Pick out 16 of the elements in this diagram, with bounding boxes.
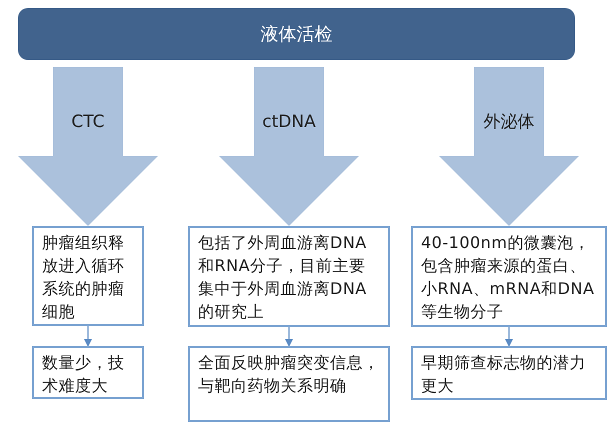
text-box: 包括了外周血游离DNA和RNA分子，目前主要集中于外周血游离DNA的研究上: [188, 226, 390, 327]
edge-label: 外泌体: [484, 110, 534, 134]
edge-label: CTC: [71, 110, 105, 134]
arrow: [505, 327, 513, 347]
block-arrow: [18, 67, 158, 226]
edge-label: ctDNA: [262, 110, 316, 134]
block-arrow: [219, 67, 359, 226]
arrow: [285, 327, 293, 347]
text-box: 早期筛查标志物的潜力更大: [411, 346, 607, 400]
arrow: [84, 326, 92, 347]
text-box: 肿瘤组织释放进入循环系统的肿瘤细胞: [32, 226, 144, 326]
title-bar: 液体活检: [18, 8, 575, 60]
text-box: 全面反映肿瘤突变信息，与靶向药物关系明确: [188, 346, 390, 422]
block-arrow: [439, 67, 579, 226]
text-box: 40-100nm的微囊泡，包含肿瘤来源的蛋白、小RNA、mRNA和DNA等生物分子: [411, 226, 607, 327]
text-box: 数量少，技术难度大: [32, 346, 144, 399]
